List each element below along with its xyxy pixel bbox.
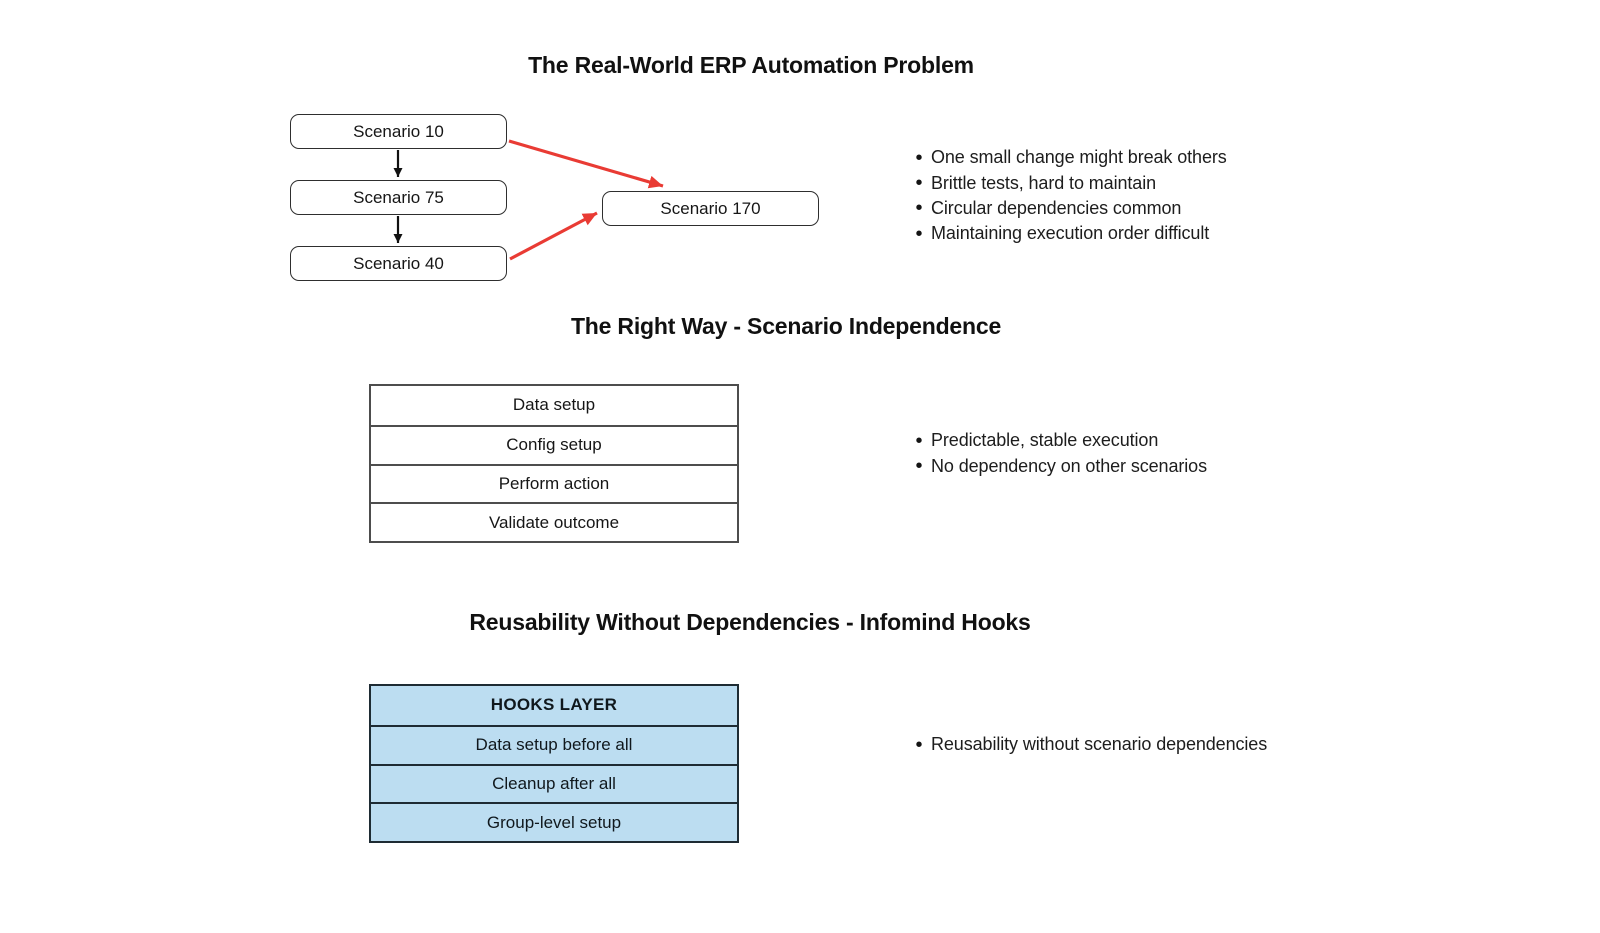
list-item: • Brittle tests, hard to maintain [910, 170, 1227, 195]
node-scenario-170: Scenario 170 [602, 191, 819, 226]
bullet-dot-icon: • [915, 146, 923, 169]
node-scenario-40-label: Scenario 40 [353, 253, 444, 273]
table-row: Group-level setup [371, 802, 737, 841]
bullet-dot-icon: • [915, 197, 923, 220]
table-row: Config setup [371, 424, 737, 464]
hooks-table-header: HOOKS LAYER [371, 686, 737, 725]
node-scenario-75-label: Scenario 75 [353, 187, 444, 207]
scenario-steps-table: Data setup Config setup Perform action V… [369, 384, 739, 543]
list-item: • Predictable, stable execution [910, 428, 1207, 453]
bullet-text: Reusability without scenario dependencie… [931, 734, 1268, 755]
list-item: • No dependency on other scenarios [910, 453, 1207, 478]
bullet-dot-icon: • [915, 222, 923, 245]
node-scenario-170-label: Scenario 170 [660, 198, 761, 218]
bullet-text: Circular dependencies common [931, 197, 1182, 218]
hooks-section-title: Reusability Without Dependencies - Infom… [469, 609, 1031, 635]
right-way-bullet-list: • Predictable, stable execution • No dep… [910, 428, 1207, 479]
hooks-layer-table: HOOKS LAYER Data setup before all Cleanu… [369, 684, 739, 843]
bullet-text: No dependency on other scenarios [931, 455, 1207, 476]
table-row: Validate outcome [371, 502, 737, 541]
table-row: Perform action [371, 463, 737, 503]
bullet-dot-icon: • [915, 429, 923, 452]
node-scenario-10: Scenario 10 [290, 114, 507, 149]
node-scenario-10-label: Scenario 10 [353, 121, 444, 141]
node-scenario-40: Scenario 40 [290, 246, 507, 281]
bullet-text: One small change might break others [931, 147, 1227, 168]
bullet-dot-icon: • [915, 172, 923, 195]
node-scenario-75: Scenario 75 [290, 180, 507, 215]
bullet-text: Brittle tests, hard to maintain [931, 172, 1157, 193]
arrow-scenario40-to-scenario170-icon [509, 211, 598, 261]
table-row: Data setup [512, 395, 596, 415]
problem-section-title: The Real-World ERP Automation Problem [528, 52, 974, 78]
hooks-bullet-list: • Reusability without scenario dependenc… [910, 732, 1267, 757]
list-item: • One small change might break others [910, 145, 1227, 170]
right-way-section-title: The Right Way - Scenario Independence [570, 313, 1002, 339]
problem-bullet-list: • One small change might break others • … [910, 145, 1227, 247]
bullet-dot-icon: • [915, 733, 923, 756]
list-item: • Maintaining execution order difficult [910, 221, 1227, 246]
bullet-text: Predictable, stable execution [931, 430, 1159, 451]
list-item: • Circular dependencies common [910, 196, 1227, 221]
arrow-scenario10-to-scenario170-icon [508, 139, 664, 189]
table-row: Cleanup after all [371, 763, 737, 803]
bullet-dot-icon: • [915, 455, 923, 478]
bullet-text: Maintaining execution order difficult [931, 223, 1210, 244]
list-item: • Reusability without scenario dependenc… [910, 732, 1267, 757]
table-row: Data setup before all [371, 724, 737, 764]
